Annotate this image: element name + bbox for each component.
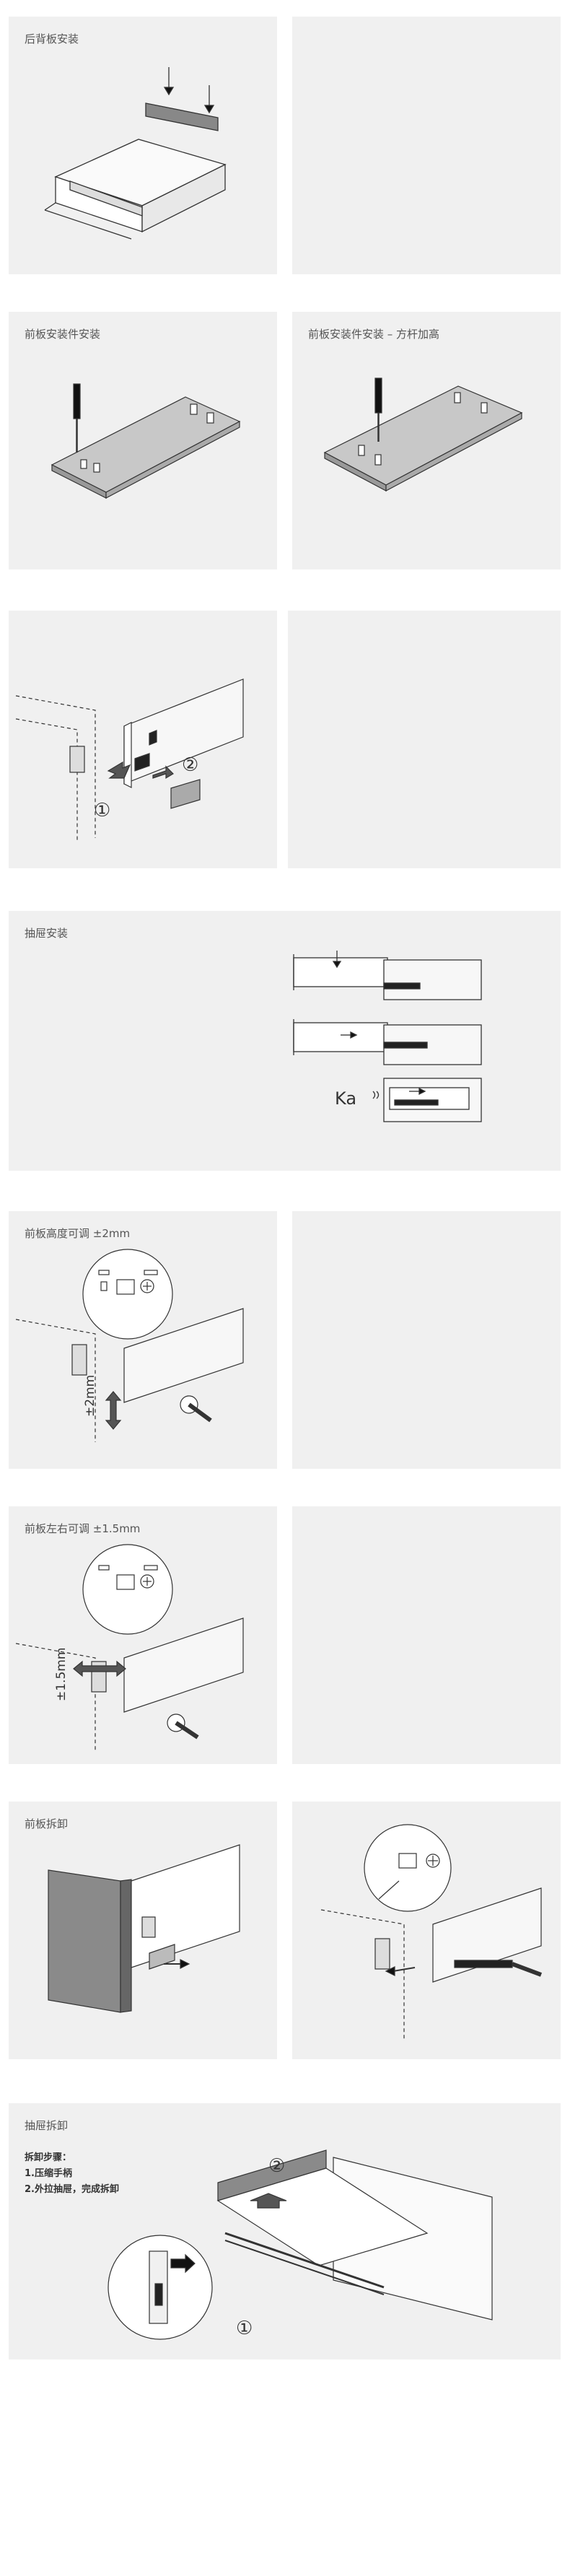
- section-title: 前板拆卸: [25, 1817, 69, 1830]
- section-title: 前板高度可调 ±2mm: [25, 1227, 131, 1240]
- ka-label: Ka: [335, 1088, 356, 1109]
- height-adjust-illustration: ±2mm: [15, 1249, 244, 1442]
- section-title: 抽屉拆卸: [25, 2119, 69, 2132]
- front-removal-illustration: [48, 1844, 240, 2013]
- section-right-title: 前板安装件安装 – 方杆加高: [308, 328, 440, 341]
- section-title: 抽屉安装: [25, 927, 69, 940]
- removal-step-1: 1.压缩手柄: [25, 2168, 72, 2179]
- section-title: 前板安装件安装: [25, 328, 101, 341]
- panel-front-attach-right: [288, 611, 561, 868]
- panel-front-fitting: 前板安装件安装: [9, 312, 277, 569]
- removal-steps-heading: 拆卸步骤：: [25, 2152, 72, 2163]
- front-removal-detail-illustration: [320, 1824, 543, 2040]
- side-adjust-label: ±1.5mm: [54, 1648, 69, 1701]
- front-fitting-illustration: [51, 383, 241, 499]
- section-title: 前板左右可调 ±1.5mm: [25, 1522, 141, 1535]
- panel-height-adjust: 前板高度可调 ±2mm ±2mm: [9, 1211, 277, 1469]
- panel-back-install: 后背板安装: [9, 17, 277, 274]
- callout-2: ②: [182, 754, 198, 776]
- drawer-install-illustration: Ka: [293, 951, 482, 1122]
- panel-front-removal-right: [292, 1802, 561, 2059]
- panel-drawer-install: 抽屉安装 Ka: [9, 911, 561, 1171]
- side-adjust-illustration: ±1.5mm: [15, 1544, 244, 1752]
- callout-1: ①: [94, 800, 110, 821]
- panel-height-adjust-right: [292, 1211, 561, 1469]
- panel-front-removal: 前板拆卸: [9, 1802, 277, 2059]
- front-attach-illustration: ① ②: [15, 678, 244, 842]
- drawer-removal-illustration: ② ①: [108, 2149, 493, 2340]
- panel-side-adjust: 前板左右可调 ±1.5mm ±1.5mm: [9, 1506, 277, 1764]
- panel-back-install-right: [292, 17, 561, 274]
- back-panel-install-illustration: [44, 67, 227, 240]
- panel-front-attach: ① ②: [9, 611, 277, 868]
- height-adjust-label: ±2mm: [83, 1375, 97, 1417]
- callout-1: ①: [236, 2318, 253, 2339]
- panel-side-adjust-right: [292, 1506, 561, 1764]
- removal-steps: 拆卸步骤： 1.压缩手柄 2.外拉抽屉，完成拆卸: [25, 2150, 119, 2198]
- section-title: 后背板安装: [25, 32, 79, 45]
- removal-step-2: 2.外拉抽屉，完成拆卸: [25, 2184, 119, 2195]
- panel-front-fitting-raised: 前板安装件安装 – 方杆加高: [292, 312, 561, 569]
- front-fitting-raised-illustration: [323, 377, 523, 492]
- panel-drawer-removal: 抽屉拆卸 拆卸步骤： 1.压缩手柄 2.外拉抽屉，完成拆卸 ② ①: [9, 2103, 561, 2359]
- callout-2: ②: [268, 2155, 285, 2177]
